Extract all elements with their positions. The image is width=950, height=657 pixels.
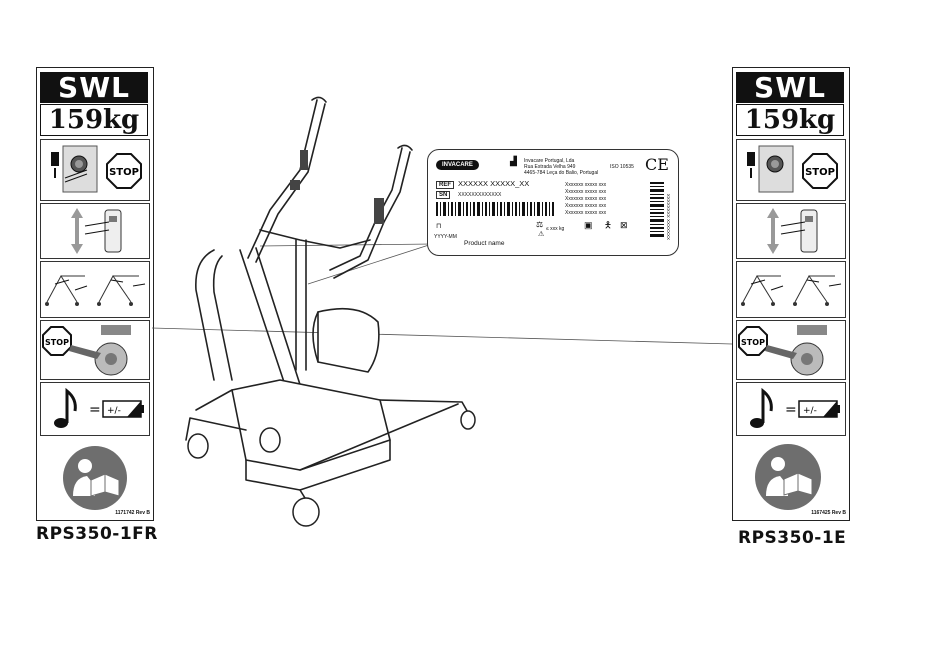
right-warning-panel: SWL 159kg STOP — [732, 67, 850, 521]
leader-line-label — [307, 243, 433, 285]
leg-width-adjust-icon — [741, 274, 842, 306]
manufacturer-line-2: Rua Estrada Velha 949 — [524, 164, 576, 170]
brake-stop-label: STOP — [741, 338, 765, 347]
handset-cell — [736, 203, 846, 259]
max-load-value: ≤ xxx kg — [546, 226, 565, 232]
stop-label: STOP — [109, 167, 139, 178]
ref-tag: REF — [436, 181, 454, 189]
brake-cell: STOP — [40, 320, 150, 380]
brake-cell: STOP — [736, 320, 846, 380]
brake-stop-icon: STOP — [738, 325, 827, 376]
brand-name: INVACARE — [436, 160, 479, 170]
caster-wheels — [187, 410, 476, 527]
model-name-right: RPS350-1E — [738, 528, 847, 548]
class-ii-icon: ▣ — [584, 220, 593, 230]
handset-cell — [40, 203, 150, 259]
manufacturer-line-1: Invacare Portugal, Lda — [524, 158, 575, 164]
sn-tag: SN — [436, 191, 451, 199]
capacity-value: 159kg — [40, 104, 148, 136]
emergency-stop-cell: STOP — [736, 139, 846, 201]
spec-line-2: Xxxxxxx xxxxx xxx — [565, 189, 607, 195]
spec-line-4: Xxxxxxx xxxxx xxx — [565, 203, 607, 209]
manufacturer-icon: ▟ — [510, 156, 517, 166]
manufacturer-line-3: 4465-784 Leça do Balio, Portugal — [524, 170, 599, 176]
handset-up-down-icon — [71, 208, 122, 254]
ce-mark: CE — [645, 155, 669, 174]
battery-symbol: +/- — [803, 406, 817, 416]
emergency-stop-icon: STOP — [747, 145, 838, 193]
brand-logo: INVACARE — [436, 160, 479, 170]
product-label: INVACARE ▟ Invacare Portugal, Lda Rua Es… — [427, 149, 679, 256]
legs-cell — [736, 261, 846, 318]
battery-cell: = +/- — [736, 382, 846, 436]
leg-width-adjust-icon — [45, 274, 146, 306]
swl-title: SWL — [40, 72, 148, 103]
brake-stop-icon: STOP — [42, 325, 131, 376]
battery-beep-icon: = +/- — [750, 387, 840, 428]
rev-code: 1171742 Rev B — [115, 510, 150, 516]
sn-value: XXXXXXXXXXXXX — [458, 192, 502, 198]
battery-symbol: +/- — [107, 406, 121, 416]
leader-line-left-right — [151, 327, 733, 345]
read-manual-icon — [753, 442, 823, 517]
stop-label: STOP — [805, 167, 835, 178]
barcode — [436, 202, 554, 216]
left-warning-panel: SWL 159kg STOP — [36, 67, 154, 521]
iso-standard: ISO 10535 — [610, 164, 634, 170]
product-name: Product name — [464, 240, 505, 247]
manufacture-date: YYYY-MM — [434, 234, 457, 240]
rev-code: 1167425 Rev B — [811, 510, 846, 516]
spec-line-5: Xxxxxxx xxxxx xxx — [565, 210, 607, 216]
date-icon: ⊓ — [436, 223, 442, 230]
applied-part-icon: 🯅 — [604, 220, 612, 230]
emergency-stop-icon: STOP — [51, 145, 142, 193]
battery-cell: = +/- — [40, 382, 150, 436]
legs-cell — [40, 261, 150, 318]
warning-icon: ⚠ — [538, 231, 545, 238]
side-code: XXXXXXX XXXXXXXX — [666, 193, 671, 240]
side-barcode — [650, 182, 664, 237]
weee-bin-icon: ⊠ — [620, 220, 628, 230]
brake-stop-label: STOP — [45, 338, 69, 347]
model-name-left: RPS350-1FR — [36, 524, 158, 544]
read-manual-icon — [61, 444, 129, 517]
spec-line-1: Xxxxxxx xxxxx xxx — [565, 182, 607, 188]
equals-sign: = — [785, 402, 797, 418]
swl-title: SWL — [736, 72, 844, 103]
handset-up-down-icon — [767, 208, 818, 254]
capacity-value: 159kg — [736, 104, 844, 136]
equals-sign: = — [89, 402, 101, 418]
emergency-stop-cell: STOP — [40, 139, 150, 201]
battery-beep-icon: = +/- — [54, 387, 144, 428]
spec-line-3: Xxxxxxx xxxxx xxx — [565, 196, 607, 202]
ref-value: XXXXXX XXXXX_XX — [458, 179, 530, 188]
max-load-icon: ⚖ — [536, 220, 544, 229]
